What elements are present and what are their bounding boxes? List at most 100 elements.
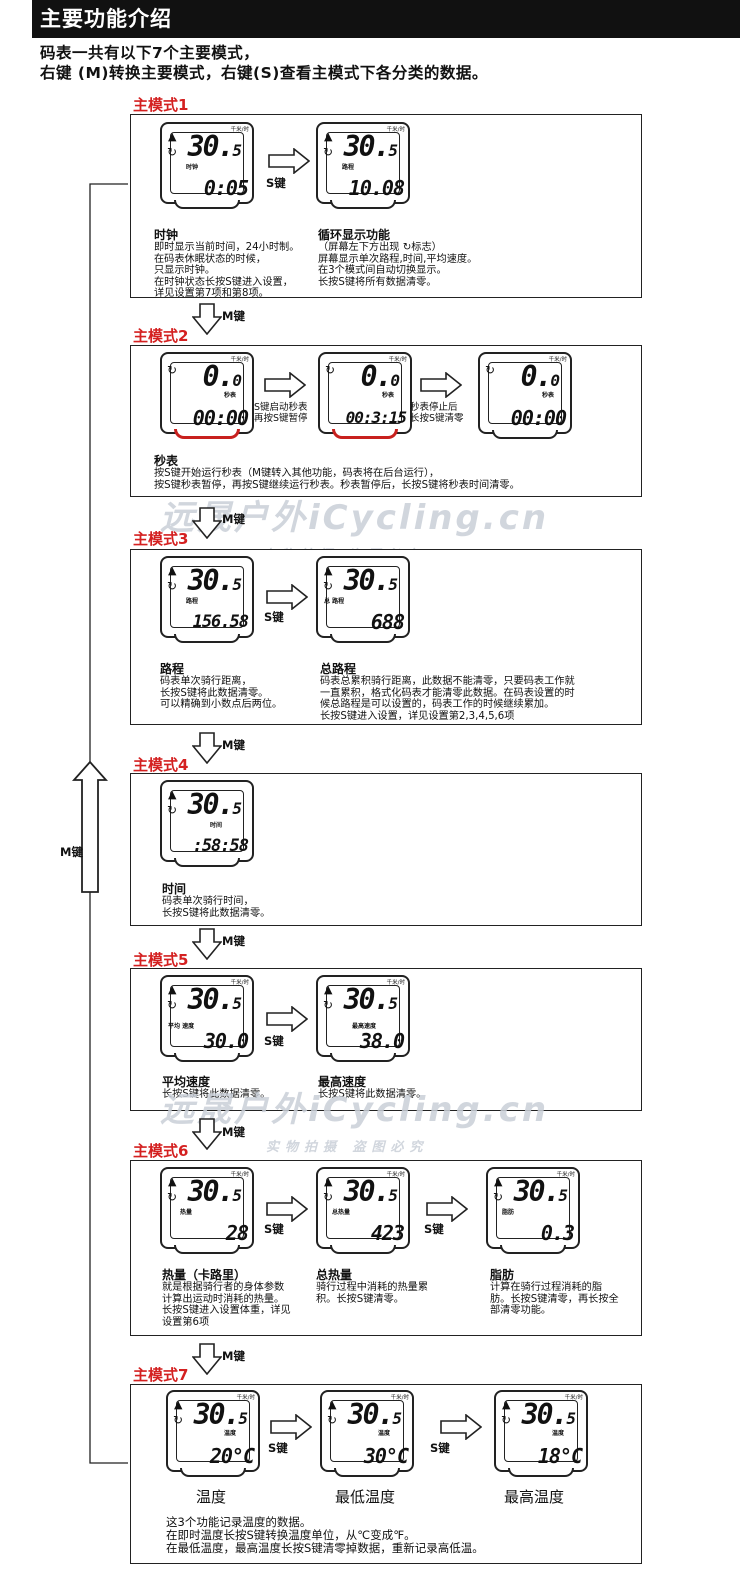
- device-display: ▲ ↻ 千米/时 30.5 脂肪 0.3: [486, 1167, 580, 1254]
- cycle-icon: ↻: [167, 363, 178, 377]
- device-display: ▲ ↻ 千米/时 30.5 热量 28: [160, 1167, 254, 1254]
- caption-temperature: 温度: [196, 1488, 227, 1506]
- up-arrow-icon: ▲: [502, 1398, 511, 1411]
- mode-5-label: 主模式5: [133, 951, 189, 969]
- device-display: ▲ ↻ 千米/时 30.5 时钟 0:05: [160, 122, 254, 209]
- right-arrow-icon: [266, 584, 308, 610]
- desc-block: 总热量 骑行过程中消耗的热量累积。长按S键清零。: [316, 1268, 429, 1305]
- s-key-label: S键: [264, 1222, 284, 1236]
- device-display: ▲ ↻ 30.5 时间 :58:58: [160, 780, 254, 867]
- m-key-label: M键: [222, 738, 245, 752]
- mode-3-label: 主模式3: [133, 530, 189, 548]
- right-arrow-icon: [264, 372, 306, 398]
- speed-readout: 30.5: [187, 130, 242, 163]
- unit-label: 千米/时: [386, 1172, 405, 1178]
- right-arrow-icon: [266, 1006, 308, 1032]
- up-arrow-icon: ▲: [324, 983, 333, 996]
- device-display: ↻ 千米/时 0.0 秒表 00:3:15: [318, 352, 412, 439]
- mode-sublabel: 温度: [224, 1430, 237, 1437]
- value-readout: 156.58: [192, 612, 249, 632]
- s-key-label: S键: [264, 610, 284, 624]
- cycle-icon: ↻: [167, 579, 178, 593]
- value-readout: 423: [370, 1221, 405, 1245]
- desc-block: 最高速度 长按S键将此数据清零。: [318, 1075, 427, 1100]
- right-arrow-icon: [420, 372, 462, 398]
- value-readout: 00:3:15: [345, 408, 407, 427]
- speed-readout: 30.5: [513, 1175, 568, 1208]
- up-arrow-icon: ▲: [168, 564, 177, 577]
- up-arrow-icon: [71, 760, 109, 893]
- desc-block: 秒表 按S键开始运行秒表（M键转入其他功能，码表将在后台运行），按S键秒表暂停，…: [154, 454, 520, 491]
- value-readout: 00:00: [192, 406, 249, 430]
- up-arrow-icon: ▲: [168, 130, 177, 143]
- mode-sublabel: 总 路程: [324, 598, 345, 605]
- right-arrow-icon: [270, 1414, 312, 1440]
- page-title: 主要功能介绍: [40, 7, 172, 31]
- s-key-label: S键: [430, 1441, 450, 1455]
- watermark-notice: 实物拍摄 盗图必究: [266, 1140, 429, 1155]
- cycle-icon: ↻: [323, 579, 334, 593]
- cycle-icon: ↻: [323, 1190, 334, 1204]
- mode-sublabel: 平均 速度: [168, 1023, 195, 1030]
- m-key-label: M键: [222, 1349, 245, 1363]
- up-arrow-icon: ▲: [494, 1175, 503, 1188]
- m-key-label: M键: [222, 934, 245, 948]
- mode-sublabel: 路程: [186, 598, 199, 605]
- value-readout: 30°C: [363, 1444, 409, 1468]
- down-arrow-icon: [192, 303, 222, 335]
- cycle-icon: ↻: [501, 1413, 512, 1427]
- mode-sublabel: 温度: [552, 1430, 565, 1437]
- cycle-icon: ↻: [327, 1413, 338, 1427]
- unit-label: 千米/时: [230, 1172, 249, 1178]
- device-display: ▲ ↻ 千米/时 30.5 最高速度 38.0: [316, 975, 410, 1062]
- cycle-icon: ↻: [323, 145, 334, 159]
- right-arrow-icon: [268, 148, 310, 174]
- desc-block: 平均速度 长按S键将此数据清零。: [162, 1075, 271, 1100]
- unit-label: 千米/时: [230, 357, 249, 363]
- mode-7-label: 主模式7: [133, 1366, 189, 1384]
- value-readout: 688: [370, 610, 405, 634]
- value-readout: 0:05: [203, 176, 249, 200]
- mode-sublabel: 时间: [210, 822, 223, 829]
- s-key-label: S键: [264, 1034, 284, 1048]
- mode-4-label: 主模式4: [133, 756, 189, 774]
- desc-block: 总路程 码表总累积骑行距离，此数据不能清零，只要码表工作就一直累积，格式化码表才…: [320, 662, 575, 722]
- mode-sublabel: 秒表: [382, 392, 395, 399]
- cycle-icon: ↻: [167, 1190, 178, 1204]
- s-key-label: S键: [266, 176, 286, 190]
- s-key-label: S键: [424, 1222, 444, 1236]
- value-readout: 18°C: [537, 1444, 583, 1468]
- up-arrow-icon: ▲: [324, 130, 333, 143]
- cycle-icon: ↻: [173, 1413, 184, 1427]
- caption-min-temperature: 最低温度: [335, 1488, 396, 1506]
- device-display: ▲ ↻ 千米/时 30.5 温度 30°C: [320, 1390, 414, 1477]
- value-readout: 20°C: [209, 1444, 255, 1468]
- unit-label: 千米/时: [390, 1395, 409, 1401]
- return-line: [71, 183, 128, 1464]
- up-arrow-icon: ▲: [174, 1398, 183, 1411]
- down-arrow-icon: [192, 1118, 222, 1150]
- unit-label: 千米/时: [386, 980, 405, 986]
- mode-sublabel: 路程: [342, 164, 355, 171]
- unit-label: 千米/时: [230, 127, 249, 133]
- up-arrow-icon: ▲: [168, 788, 177, 801]
- caption-max-temperature: 最高温度: [504, 1488, 565, 1506]
- unit-label: 千米/时: [564, 1395, 583, 1401]
- up-arrow-icon: ▲: [324, 564, 333, 577]
- mode-sublabel: 时钟: [186, 164, 199, 171]
- value-readout: 28: [225, 1221, 249, 1245]
- speed-readout: 30.5: [343, 1175, 398, 1208]
- mode-sublabel: 温度: [378, 1430, 391, 1437]
- unit-label: 千米/时: [556, 1172, 575, 1178]
- value-readout: 0.3: [540, 1221, 575, 1245]
- m-key-label: M键: [222, 309, 245, 323]
- s-key-label: S键: [268, 1441, 288, 1455]
- cycle-icon: ↻: [167, 803, 178, 817]
- down-arrow-icon: [192, 507, 222, 539]
- intro-line-1: 码表一共有以下7个主要模式，: [40, 44, 260, 62]
- value-readout: 10.08: [348, 176, 405, 200]
- down-arrow-icon: [192, 1343, 222, 1375]
- speed-readout: 30.5: [193, 1398, 248, 1431]
- device-display: ▲ ↻ 千米/时 30.5 路程 10.08: [316, 122, 410, 209]
- cycle-icon: ↻: [493, 1190, 504, 1204]
